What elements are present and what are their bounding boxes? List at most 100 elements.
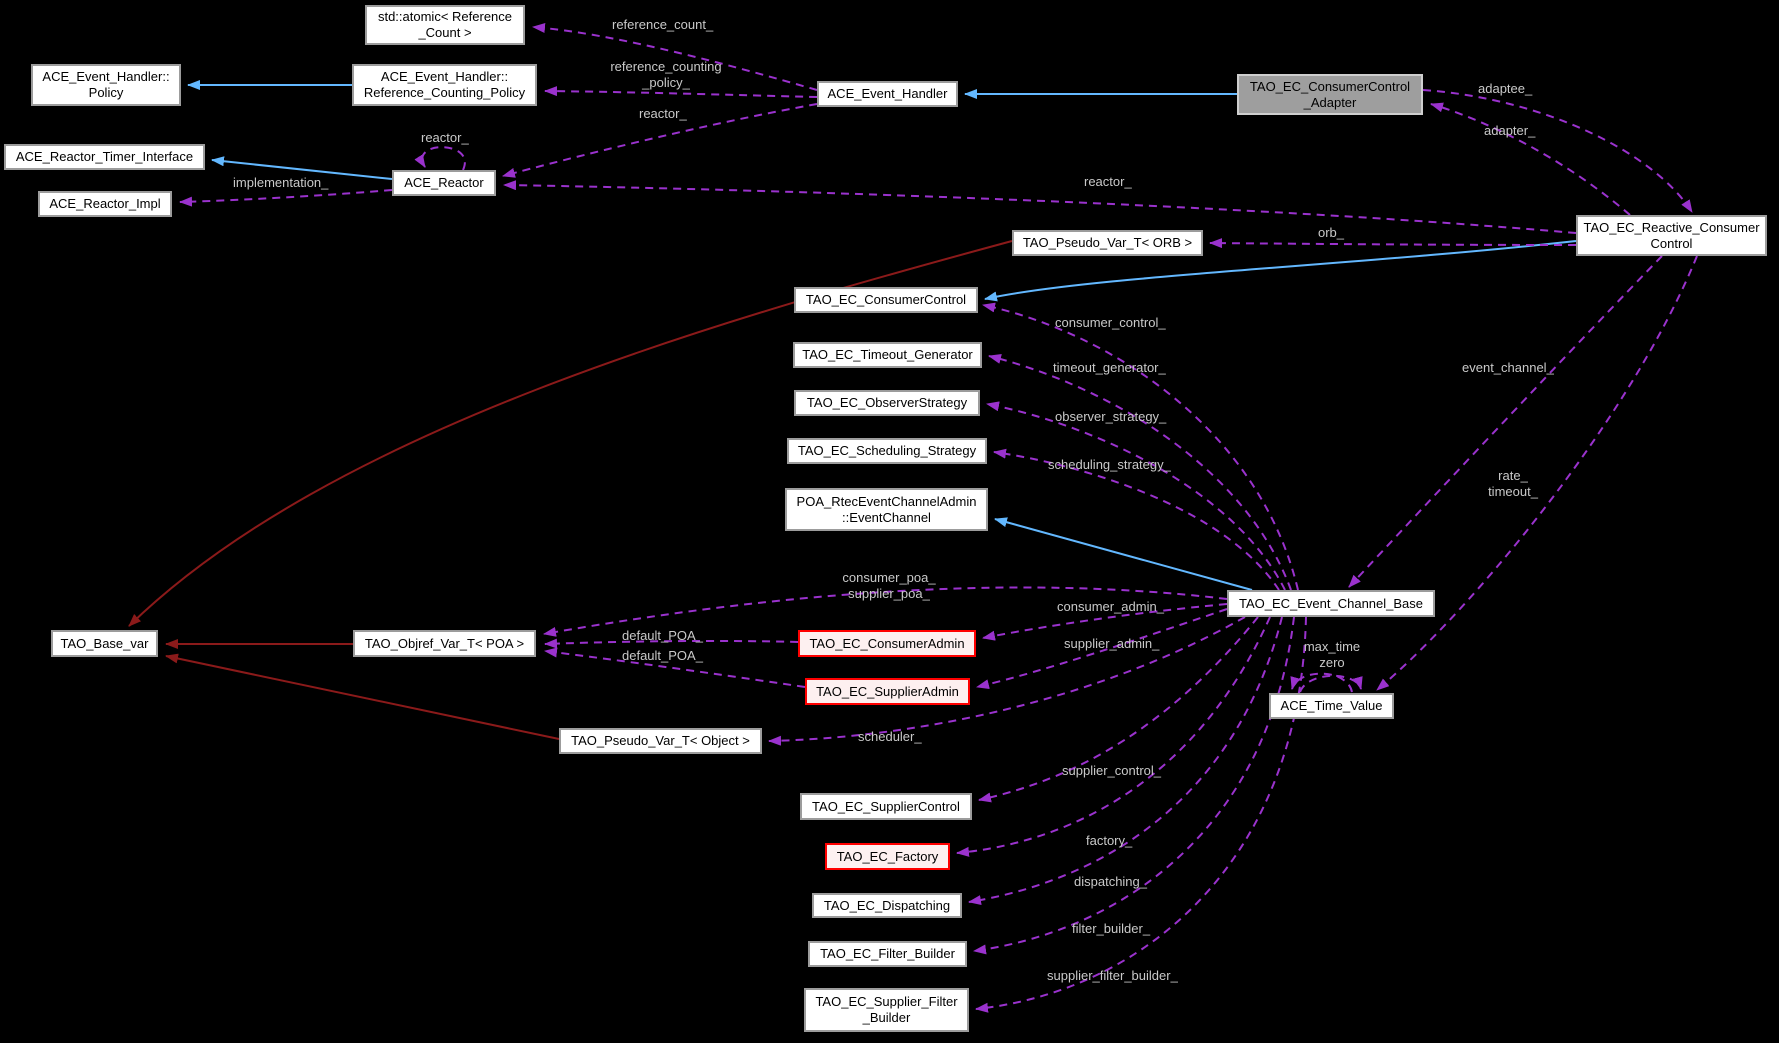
node-label: _Adapter: [1303, 94, 1357, 110]
node-label: TAO_Pseudo_Var_T< Object >: [571, 733, 750, 748]
node-label: ACE_Time_Value: [1280, 698, 1383, 713]
edge-reactor-reactive: [503, 180, 1577, 234]
edge-inherit-reactor-timer: [211, 156, 393, 180]
node-label: TAO_EC_SupplierControl: [812, 798, 960, 814]
edge-label-timeout-generator: timeout_generator_: [1053, 360, 1166, 375]
node-tao-ec-reactive-consumercontrol[interactable]: TAO_EC_Reactive_Consumer Control: [1576, 215, 1767, 256]
edge-timeout-generator: [988, 354, 1292, 591]
edge-reactor-self: [414, 146, 466, 171]
edge-label-supplier-admin: supplier_admin_: [1064, 636, 1160, 651]
node-tao-ec-dispatching[interactable]: TAO_EC_Dispatching: [812, 893, 962, 918]
edge-label-event-channel: event_channel_: [1462, 360, 1554, 375]
node-ace-time-value[interactable]: ACE_Time_Value: [1269, 693, 1394, 719]
node-tao-ec-event-channel-base[interactable]: TAO_EC_Event_Channel_Base: [1227, 590, 1435, 617]
node-tao-ec-filter-builder[interactable]: TAO_EC_Filter_Builder: [808, 941, 967, 967]
node-label: ACE_Reactor_Impl: [49, 196, 161, 211]
node-label: Reference_Counting_Policy: [363, 85, 526, 100]
node-label: TAO_EC_ConsumerAdmin: [809, 635, 965, 651]
node-label: TAO_EC_Supplier_Filter: [815, 994, 958, 1009]
node-ace-reactor[interactable]: ACE_Reactor: [392, 170, 496, 196]
node-label: TAO_EC_Scheduling_Strategy: [797, 443, 977, 458]
edge-supplier-admin: [976, 608, 1228, 690]
node-label: TAO_EC_Timeout_Generator: [802, 347, 973, 362]
edge-label-dispatching: dispatching_: [1074, 874, 1147, 889]
edge-label-adapter: adapter_: [1484, 123, 1536, 138]
node-tao-ec-timeout-generator[interactable]: TAO_EC_Timeout_Generator: [793, 342, 982, 368]
node-tao-ec-supplieradmin[interactable]: TAO_EC_SupplierAdmin: [805, 678, 970, 705]
edge-supplier-filter-builder: [975, 616, 1307, 1013]
edge-event-channel: [1348, 255, 1663, 588]
edge-reference-counting-policy: [544, 86, 818, 98]
node-label: TAO_EC_SupplierAdmin: [816, 683, 959, 699]
edge-label-reactor-reactive: reactor_: [1084, 174, 1132, 189]
edge-label-factory: factory_: [1086, 833, 1133, 848]
edge-label-observer-strategy: observer_strategy_: [1055, 409, 1167, 424]
node-label: _Count >: [418, 25, 472, 40]
node-label: ACE_Event_Handler: [827, 86, 948, 101]
node-label: TAO_EC_Filter_Builder: [820, 946, 955, 961]
edge-base-orb-basevar: [128, 240, 1013, 627]
node-tao-pseudo-var-t-orb[interactable]: TAO_Pseudo_Var_T< ORB >: [1012, 230, 1203, 256]
node-label: TAO_EC_ConsumerControl: [805, 292, 967, 307]
node-label: TAO_EC_ObserverStrategy: [806, 395, 968, 410]
node-label: ACE_Event_Handler::: [380, 69, 509, 84]
edge-supplier-control: [978, 616, 1259, 803]
edge-label-reference-counting-policy: reference_counting _policy_: [610, 59, 722, 90]
edge-consumer-admin: [982, 603, 1228, 641]
node-ace-event-handler[interactable]: ACE_Event_Handler: [817, 81, 958, 107]
node-ace-reactor-timer-interface[interactable]: ACE_Reactor_Timer_Interface: [4, 144, 205, 170]
node-ace-event-handler-reference-counting-policy[interactable]: ACE_Event_Handler:: Reference_Counting_P…: [352, 64, 537, 106]
node-label: TAO_EC_Factory: [836, 848, 939, 864]
edge-reference-count: [532, 22, 818, 91]
edge-label-consumer-supplier-poa: consumer_poa_ supplier_poa_: [842, 570, 936, 601]
edge-label-reactor-handler: reactor_: [639, 106, 687, 121]
node-label: _Builder: [862, 1010, 911, 1025]
edge-label-implementation: implementation_: [233, 175, 329, 190]
edge-label-reference-count: reference_count_: [612, 17, 714, 32]
edge-adapter: [1430, 102, 1631, 216]
edge-base-object-basevar: [165, 653, 560, 740]
node-tao-objref-var-t-poa[interactable]: TAO_Objref_Var_T< POA >: [353, 630, 536, 657]
edge-inherit-reactive-consumercontrol: [984, 240, 1577, 302]
node-label: TAO_Base_var: [60, 635, 149, 651]
node-tao-ec-observerstrategy[interactable]: TAO_EC_ObserverStrategy: [794, 390, 980, 416]
edge-label-reactor-self: reactor_: [421, 130, 469, 145]
node-label: std::atomic< Reference: [377, 9, 513, 24]
node-tao-ec-scheduling-strategy[interactable]: TAO_EC_Scheduling_Strategy: [787, 438, 987, 464]
node-tao-ec-factory[interactable]: TAO_EC_Factory: [825, 843, 950, 870]
node-label: POA_RtecEventChannelAdmin: [796, 493, 977, 509]
node-tao-pseudo-var-t-object[interactable]: TAO_Pseudo_Var_T< Object >: [559, 728, 762, 754]
node-label: TAO_EC_ConsumerControl: [1249, 78, 1411, 94]
edge-reactor-handler: [502, 103, 818, 178]
edge-consumer-supplier-poa: [543, 586, 1228, 637]
node-label: TAO_EC_Event_Channel_Base: [1238, 595, 1424, 611]
node-poa-rteceventchanneladmin-eventchannel[interactable]: POA_RtecEventChannelAdmin ::EventChannel: [785, 488, 988, 531]
node-tao-ec-consumercontrol-adapter: TAO_EC_ConsumerControl _Adapter: [1237, 74, 1423, 115]
edge-dispatching: [968, 616, 1283, 906]
edge-adaptee: [1422, 89, 1693, 213]
node-label: ACE_Reactor: [404, 175, 484, 190]
node-ace-event-handler-policy[interactable]: ACE_Event_Handler:: Policy: [31, 64, 181, 106]
node-tao-ec-supplier-filter-builder[interactable]: TAO_EC_Supplier_Filter _Builder: [804, 988, 969, 1032]
edge-label-orb: orb_: [1318, 225, 1345, 240]
node-label: Policy: [88, 85, 124, 100]
edge-label-max-time-zero: max_time zero: [1303, 639, 1361, 670]
node-tao-base-var[interactable]: TAO_Base_var: [51, 630, 158, 657]
edge-label-filter-builder: filter_builder_: [1072, 921, 1151, 936]
edge-label-supplier-control: supplier_control_: [1062, 763, 1162, 778]
node-tao-ec-consumeradmin[interactable]: TAO_EC_ConsumerAdmin: [798, 630, 976, 657]
node-label: TAO_Objref_Var_T< POA >: [364, 635, 525, 651]
node-ace-reactor-impl[interactable]: ACE_Reactor_Impl: [38, 191, 172, 217]
edge-label-scheduler: scheduler_: [858, 729, 922, 744]
edge-consumer-control: [982, 302, 1299, 591]
edge-max-time-self: [1290, 672, 1353, 693]
node-tao-ec-consumercontrol[interactable]: TAO_EC_ConsumerControl: [794, 287, 978, 313]
node-label: Control: [1650, 235, 1693, 251]
edge-rate-timeout: [1376, 255, 1698, 691]
edge-inherit-ecbase-poa: [994, 517, 1253, 591]
edge-factory: [956, 616, 1271, 857]
node-std-atomic-reference-count[interactable]: std::atomic< Reference _Count >: [365, 5, 525, 45]
node-tao-ec-suppliercontrol[interactable]: TAO_EC_SupplierControl: [800, 793, 972, 820]
